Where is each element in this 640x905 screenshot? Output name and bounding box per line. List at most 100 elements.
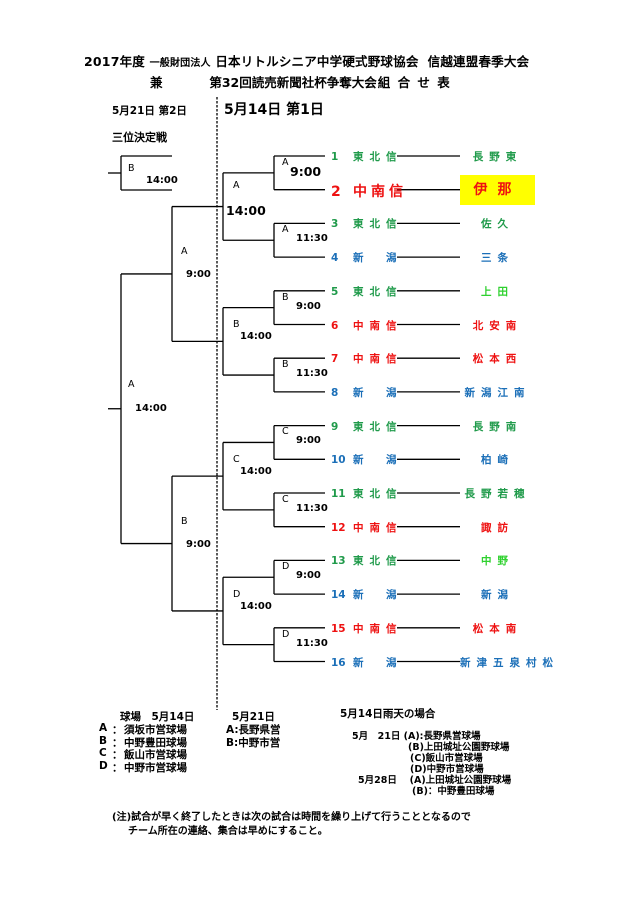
first-round-venue: D: [282, 628, 290, 640]
quarterfinal-time: 14:00: [226, 202, 266, 218]
semifinal-time: 9:00: [186, 538, 211, 550]
venue-day2-heading: 5月21日: [232, 711, 275, 723]
team-name: 三条: [481, 252, 514, 265]
semifinal-venue: A: [181, 245, 188, 257]
final-time: 14:00: [135, 402, 167, 414]
first-round-time: 9:00: [296, 570, 321, 582]
seed-number: 3: [331, 218, 339, 231]
league-name: 東北信: [353, 151, 403, 163]
venue-key: A: [99, 722, 108, 734]
seed-number: 6: [331, 319, 339, 332]
team-name: 柏崎: [481, 454, 514, 467]
first-round-time: 11:30: [296, 502, 328, 514]
venue-key: D: [99, 759, 108, 772]
semifinal-venue: B: [181, 515, 188, 527]
first-round-venue: B: [282, 291, 289, 303]
venue-heading: 球場 5月14日: [120, 711, 195, 723]
league-name: 東北信: [353, 488, 403, 500]
team-entry: 11 東北信: [331, 486, 403, 501]
rain-line: (D)中野市営球場: [410, 764, 484, 775]
seed-number: 4: [331, 252, 339, 265]
league-name: 新 潟: [353, 589, 403, 602]
first-round-time: 11:30: [296, 368, 328, 380]
seed-number: 9: [331, 420, 339, 433]
seed-number: 7: [331, 353, 339, 366]
league-name: 新 潟: [353, 252, 403, 265]
subtitle-prefix: 兼: [150, 75, 163, 90]
venue-sep: ：: [112, 761, 123, 774]
quarterfinal-venue: B: [233, 319, 240, 331]
quarterfinal-time: 14:00: [240, 331, 272, 343]
rain-line: (B)上田城址公園野球場: [408, 742, 510, 753]
team-name: 新津五泉村松: [460, 656, 559, 669]
title-year: 2017年度: [84, 54, 145, 69]
seed-number: 12: [331, 521, 346, 534]
league-name: 中南信: [353, 353, 403, 366]
team-name: 北安南: [472, 319, 523, 332]
team-entry: 7 中南信: [331, 351, 403, 366]
first-round-venue: B: [282, 359, 289, 371]
footnote-line1: (注)試合が早く終了したときは次の試合は時間を繰り上げて行うこととなるので: [112, 812, 471, 823]
seed-number: 13: [331, 555, 346, 568]
team-name: 中野: [481, 555, 514, 568]
day1-label: 5月14日 第1日: [224, 102, 324, 118]
venue-name: 須坂市営球場: [124, 724, 187, 736]
seed-number: 11: [331, 488, 346, 500]
team-entry: 4 新 潟: [331, 250, 403, 265]
document-title: 2017年度 一般財団法人 日本リトルシニア中学硬式野球協会 信越連盟春季大会: [84, 51, 529, 70]
team-entry: 8 新 潟: [331, 385, 403, 400]
quarterfinal-venue: A: [233, 179, 240, 191]
league-name: 新 潟: [353, 656, 403, 669]
subtitle-suffix: 組 合 せ 表: [377, 75, 450, 90]
league-name: 東北信: [353, 420, 403, 433]
first-round-time: 9:00: [290, 163, 322, 179]
team-name: 伊那: [460, 174, 535, 205]
venue-name: 中野市営球場: [124, 761, 187, 774]
venue-sep: ：: [112, 736, 123, 749]
team-entry: 16 新 潟: [331, 655, 403, 670]
first-round-time: 9:00: [296, 300, 321, 312]
footnote-line2: チーム所在の連絡、集合は早めにすること。: [128, 826, 328, 837]
team-name: 佐久: [481, 218, 514, 231]
seed-number: 15: [331, 622, 346, 635]
day2-label: 5月21日 第2日: [112, 105, 187, 117]
seed-number: 8: [331, 386, 339, 399]
venue-sep: ：: [112, 749, 123, 761]
league-name: 中南信: [353, 183, 407, 200]
team-entry: 15 中南信: [331, 621, 403, 636]
seed-number: 16: [331, 656, 346, 669]
first-round-venue: A: [282, 224, 289, 236]
league-name: 新 潟: [353, 386, 403, 399]
venue-sep: ：: [112, 724, 123, 736]
team-name: 新潟: [481, 589, 514, 602]
semifinal-time: 9:00: [186, 268, 211, 280]
first-round-venue: C: [282, 426, 289, 438]
rain-line: 5月28日 (A)上田城址公園野球場: [358, 775, 512, 786]
seed-number: 1: [331, 151, 339, 163]
seed-number: 5: [331, 285, 339, 298]
league-name: 中南信: [353, 622, 403, 635]
quarterfinal-venue: D: [233, 588, 241, 600]
team-entry: 9 東北信: [331, 419, 403, 434]
team-name: 長野南: [472, 420, 523, 433]
first-round-time: 9:00: [296, 435, 321, 447]
team-name: 松本西: [472, 353, 523, 366]
title-event: 信越連盟春季大会: [427, 54, 530, 69]
venue-name: 飯山市営球場: [124, 749, 187, 761]
venue-key: C: [99, 747, 107, 759]
third-place-time: 14:00: [146, 175, 178, 186]
league-name: 新 潟: [353, 454, 403, 467]
quarterfinal-time: 14:00: [240, 466, 272, 478]
league-name: 東北信: [353, 285, 403, 298]
third-place-venue: B: [128, 163, 135, 174]
rain-line: (B)：中野豊田球場: [412, 786, 495, 797]
final-venue: A: [128, 378, 135, 390]
venue-key: B: [99, 734, 108, 747]
document-subtitle: 兼 第32回読売新聞社杯争奪大会 組 合 せ 表: [150, 72, 450, 91]
first-round-venue: A: [282, 156, 289, 168]
